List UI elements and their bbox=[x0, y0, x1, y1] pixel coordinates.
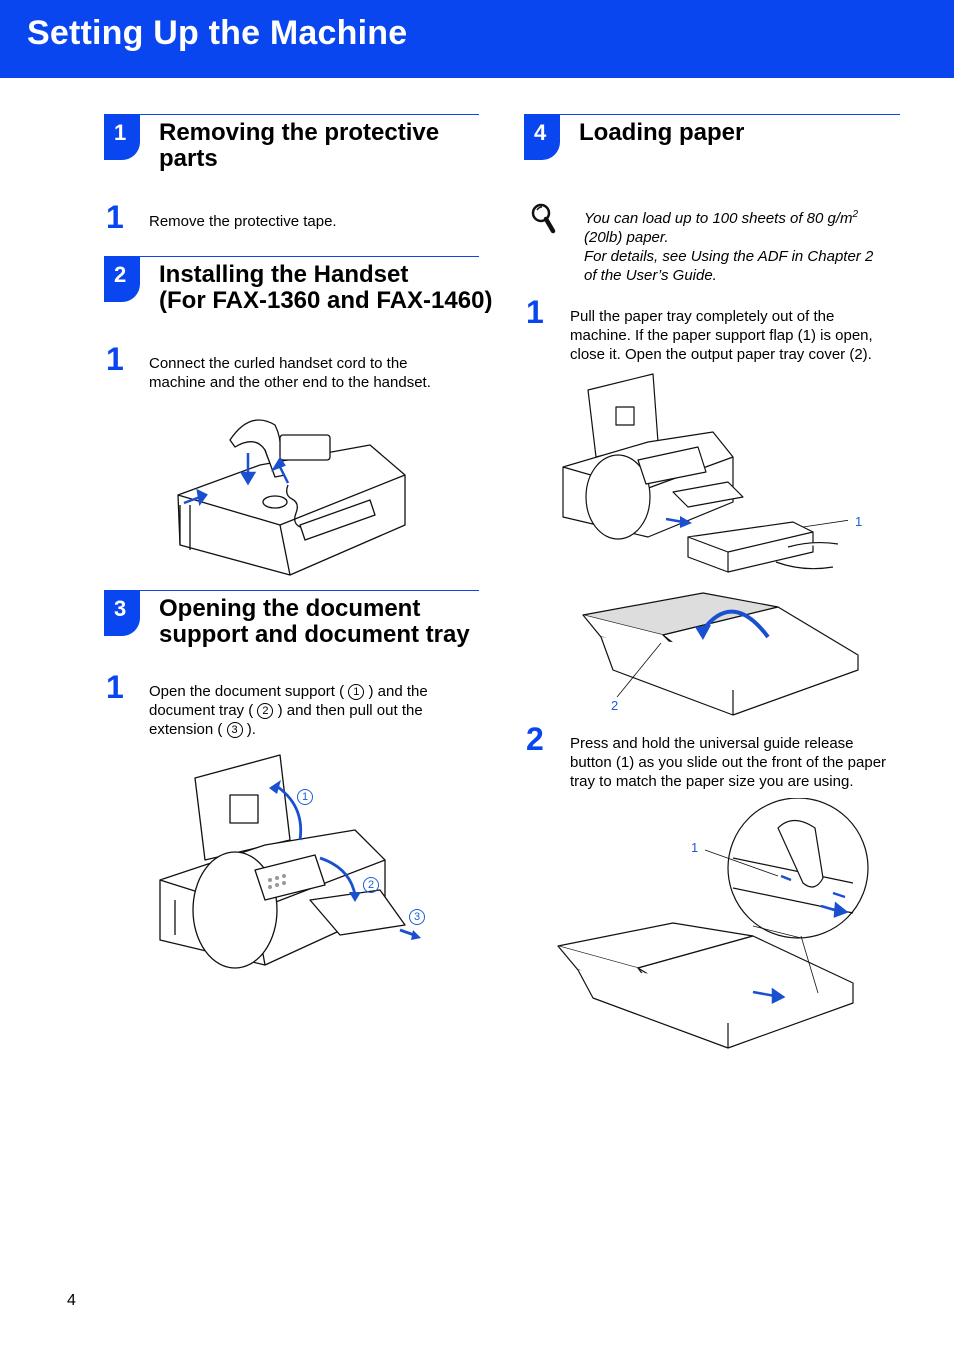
header-banner: Setting Up the Machine bbox=[0, 0, 954, 78]
section-1-rule bbox=[104, 114, 479, 115]
circled-number: 1 bbox=[348, 684, 365, 700]
section-1-step-1-text: Remove the protective tape. bbox=[149, 213, 337, 230]
page-number: 4 bbox=[67, 1292, 76, 1309]
document-support-illustration bbox=[159, 754, 421, 969]
callout-circled: 2 bbox=[363, 877, 379, 893]
section-4-step-2-text: Press and hold the universal guide relea… bbox=[570, 735, 887, 790]
paper-tray-pull-illustration bbox=[562, 373, 848, 573]
section-3-title: Opening the document support and documen… bbox=[159, 595, 470, 648]
guide-release-illustration bbox=[557, 798, 869, 1049]
paper-tray-cover-illustration bbox=[582, 592, 859, 716]
callout-circled: 1 bbox=[297, 789, 313, 805]
circled-number: 2 bbox=[257, 703, 274, 719]
section-3-rule bbox=[104, 590, 479, 591]
section-4-step-2-number: 2 bbox=[526, 721, 544, 757]
section-1-title: Removing the protective parts bbox=[159, 119, 440, 172]
section-1-tab bbox=[104, 115, 140, 160]
section-2-step-1-number: 1 bbox=[106, 341, 124, 377]
callout-label: 1 bbox=[691, 840, 699, 855]
section-4-rule bbox=[524, 114, 900, 115]
circled-number: 3 bbox=[226, 722, 243, 738]
section-2-step-1-text: Connect the curled handset cord to the m… bbox=[149, 355, 431, 391]
handset-illustration bbox=[177, 419, 406, 576]
section-3-number: 3 bbox=[114, 596, 127, 621]
section-2-tab bbox=[104, 257, 140, 302]
magnifier-icon bbox=[531, 203, 556, 234]
callout-label: 2 bbox=[611, 698, 619, 713]
section-4-step-1-text: Pull the paper tray completely out of th… bbox=[570, 308, 873, 363]
callout-label: 1 bbox=[855, 514, 863, 529]
page-title: Setting Up the Machine bbox=[27, 14, 408, 52]
section-3-step-1-number: 1 bbox=[106, 669, 124, 705]
section-2-title: Installing the Handset (For FAX-1360 and… bbox=[159, 261, 493, 314]
callout-circled: 3 bbox=[409, 909, 425, 925]
section-4-tab bbox=[524, 115, 560, 160]
section-4-title: Loading paper bbox=[579, 119, 745, 146]
section-4-number: 4 bbox=[534, 120, 547, 145]
section-3-step-1-text: Open the document support ( 1 ) and the … bbox=[149, 683, 428, 738]
section-4-step-1-number: 1 bbox=[526, 294, 544, 330]
section-1-number: 1 bbox=[114, 120, 127, 145]
section-2-rule bbox=[104, 256, 479, 257]
section-3-tab bbox=[104, 591, 140, 636]
section-2-number: 2 bbox=[114, 262, 127, 287]
note-text: You can load up to 100 sheets of 80 g/m2… bbox=[584, 209, 874, 284]
section-1-step-1-number: 1 bbox=[106, 199, 124, 235]
